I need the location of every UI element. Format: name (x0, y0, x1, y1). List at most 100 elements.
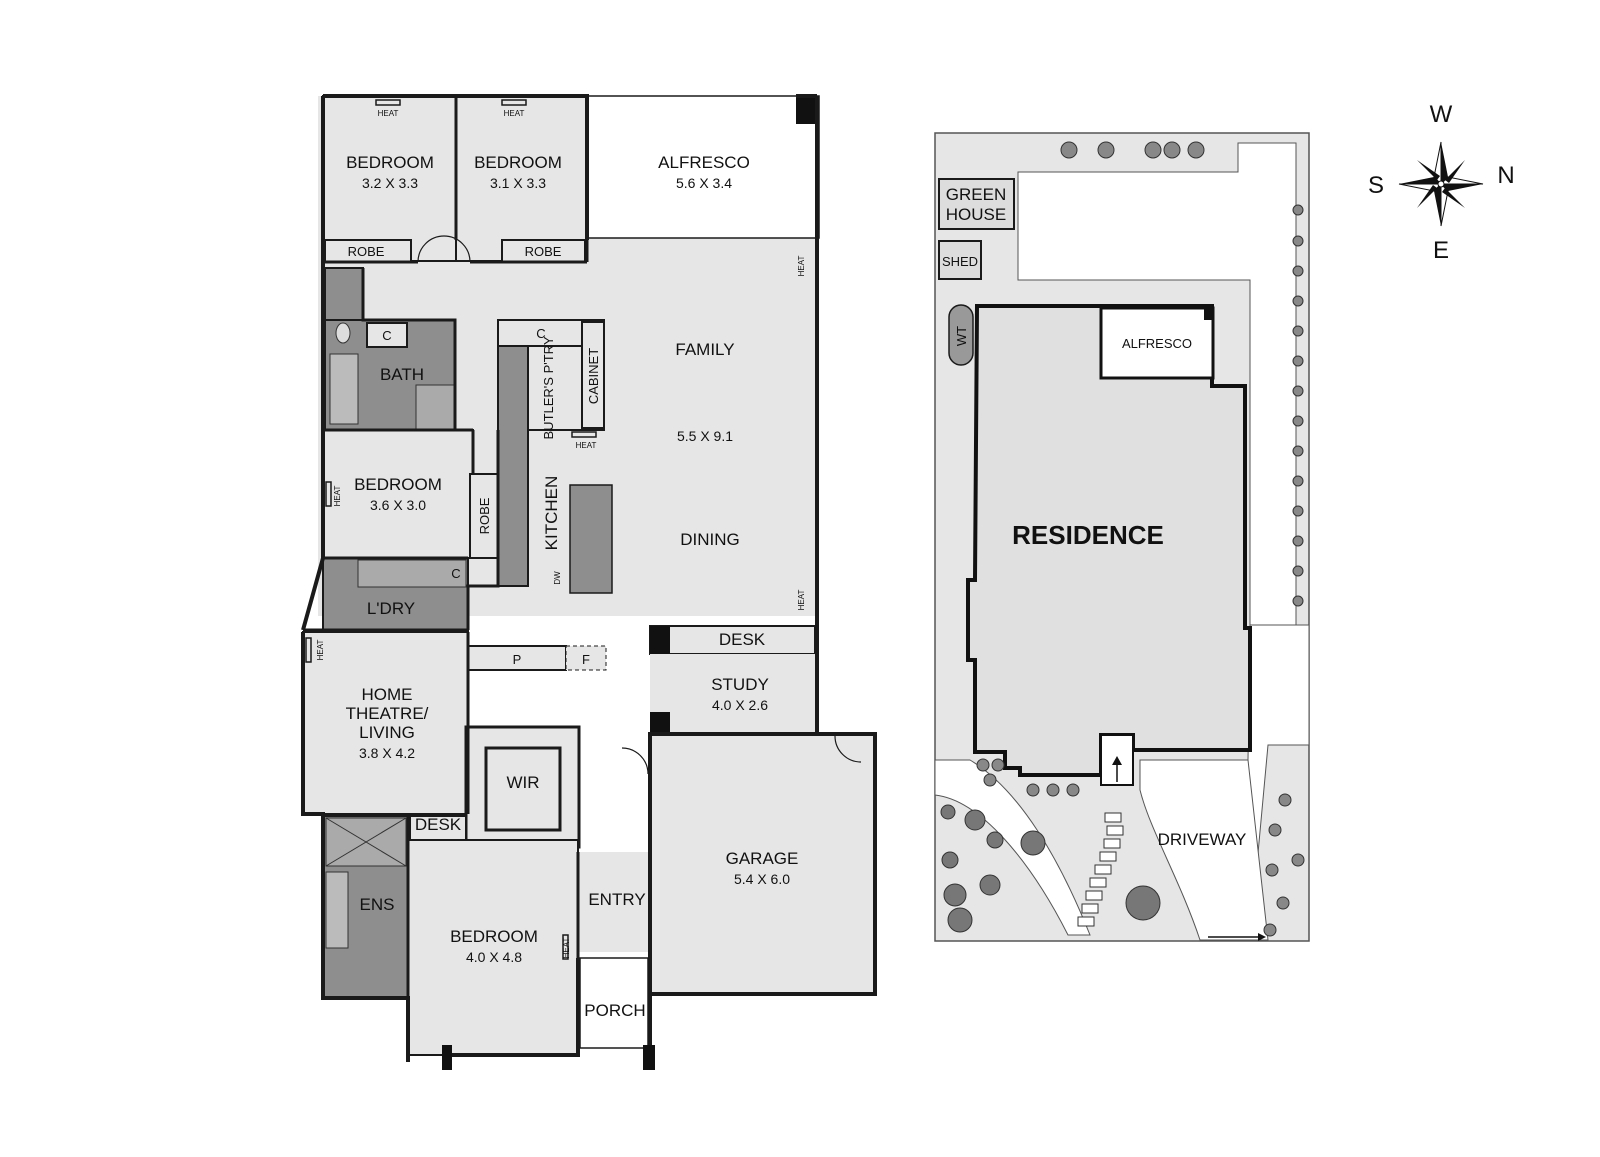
pantry-label: P (513, 652, 522, 667)
heat-label: HEAT (562, 938, 571, 959)
shower-cross (325, 817, 407, 867)
room-dims: 3.6 X 3.0 (370, 497, 426, 513)
kitchen-bench (497, 345, 529, 587)
study-room (650, 654, 817, 734)
heat-vent (305, 637, 312, 663)
toilet-icon (335, 322, 351, 344)
compass-north: N (1497, 162, 1514, 189)
entry-arrow-head (1112, 756, 1122, 765)
laundry-bench (357, 559, 467, 588)
desk-2-box (409, 815, 467, 841)
water-tank (948, 304, 974, 366)
heat-vent (562, 934, 569, 960)
cupboard-c1 (366, 322, 408, 348)
ens-vanity (325, 871, 349, 949)
room-name: DESK (719, 630, 766, 649)
home-theatre-room (302, 631, 469, 815)
room-name: ROBE (525, 244, 562, 259)
floor-plan (301, 94, 877, 1070)
room-name: PORCH (584, 1001, 645, 1020)
trees (940, 141, 1305, 937)
dishwasher-label: DW (553, 571, 562, 585)
heat-vent (501, 99, 527, 106)
room-name: STUDY (711, 675, 769, 694)
room-name: L'DRY (367, 599, 415, 618)
room-name: CABINET (586, 348, 601, 404)
site-plan (934, 132, 1310, 942)
room-dims: 5.4 X 6.0 (734, 871, 790, 887)
cupboard-label: C (536, 326, 545, 341)
bedroom-w-room (322, 429, 474, 559)
room-name: DESK (415, 815, 462, 834)
room-name: ROBE (348, 244, 385, 259)
site-label: SHED (942, 254, 978, 269)
compass-east: E (1433, 237, 1449, 264)
heat-label: HEAT (797, 256, 806, 277)
heat-vent (571, 431, 597, 438)
green-house-box (938, 178, 1015, 230)
door-swing (417, 235, 445, 263)
alfresco-post (796, 96, 818, 124)
room-name: BATH (380, 365, 424, 384)
room-name: ALFRESCO (658, 153, 750, 172)
site-label: GREEN (946, 185, 1006, 204)
bath-tub (329, 353, 359, 425)
compass-west: W (1430, 101, 1453, 128)
interior-walls (303, 96, 652, 998)
room-name: GARAGE (726, 849, 799, 868)
entry-post (442, 1045, 452, 1070)
heat-label: HEAT (797, 590, 806, 611)
room-dims: 3.2 X 3.3 (362, 175, 418, 191)
site-label: DRIVEWAY (1158, 830, 1247, 849)
room-name: HOME (362, 685, 413, 704)
fridge-box (565, 645, 607, 671)
door-swing (621, 747, 649, 775)
heat-label: HEAT (333, 486, 342, 507)
entry-area (578, 852, 650, 952)
driveway-arrow-head (1258, 933, 1266, 941)
room-name: BEDROOM (474, 153, 562, 172)
wir-inner (484, 746, 562, 832)
room-dims: 5.6 X 3.4 (676, 175, 732, 191)
heat-vent (375, 99, 401, 106)
pantry-box (467, 645, 567, 671)
kitchen-island (569, 484, 613, 594)
room-dims: 5.5 X 9.1 (677, 428, 733, 444)
room-name: ENS (360, 895, 395, 914)
room-name: KITCHEN (542, 476, 561, 551)
room-name: BEDROOM (450, 927, 538, 946)
desk-pillar (650, 626, 670, 656)
fridge-label: F (582, 652, 590, 667)
floor-plan-labels: HEAT HEAT BEDROOM 3.2 X 3.3 BEDROOM 3.1 … (316, 109, 806, 1020)
door-swing (834, 735, 862, 763)
residence-alfresco (1099, 306, 1215, 380)
cupboard-label: C (451, 566, 460, 581)
bedroom-main-room (407, 839, 579, 1056)
alfresco-post (1204, 308, 1214, 320)
site-label: RESIDENCE (1012, 520, 1164, 550)
site-label: WT (954, 326, 969, 346)
door-swing (443, 235, 471, 263)
room-name: ENTRY (588, 890, 645, 909)
site-label: ALFRESCO (1122, 336, 1192, 351)
heat-label: HEAT (504, 109, 525, 118)
stepping-stones (1077, 812, 1124, 927)
alfresco-area (586, 95, 820, 239)
room-dims: 3.8 X 4.2 (359, 745, 415, 761)
bedroom-n-room (455, 95, 588, 262)
heat-label: HEAT (378, 109, 399, 118)
driveway-area (1139, 759, 1269, 941)
shed-box (938, 240, 982, 280)
porch-area (579, 957, 649, 1049)
compass-south: S (1368, 172, 1384, 199)
room-dims: 4.0 X 4.8 (466, 949, 522, 965)
heat-label: HEAT (576, 441, 597, 450)
heat-vent (325, 481, 332, 507)
room-name: FAMILY (675, 340, 734, 359)
site-label: HOUSE (946, 205, 1006, 224)
cabinet-box (581, 321, 605, 429)
heat-label: HEAT (316, 640, 325, 661)
site-plan-labels: GREEN HOUSE SHED WT ALFRESCO RESIDENCE D… (942, 185, 1246, 849)
study-pillar (650, 712, 670, 736)
